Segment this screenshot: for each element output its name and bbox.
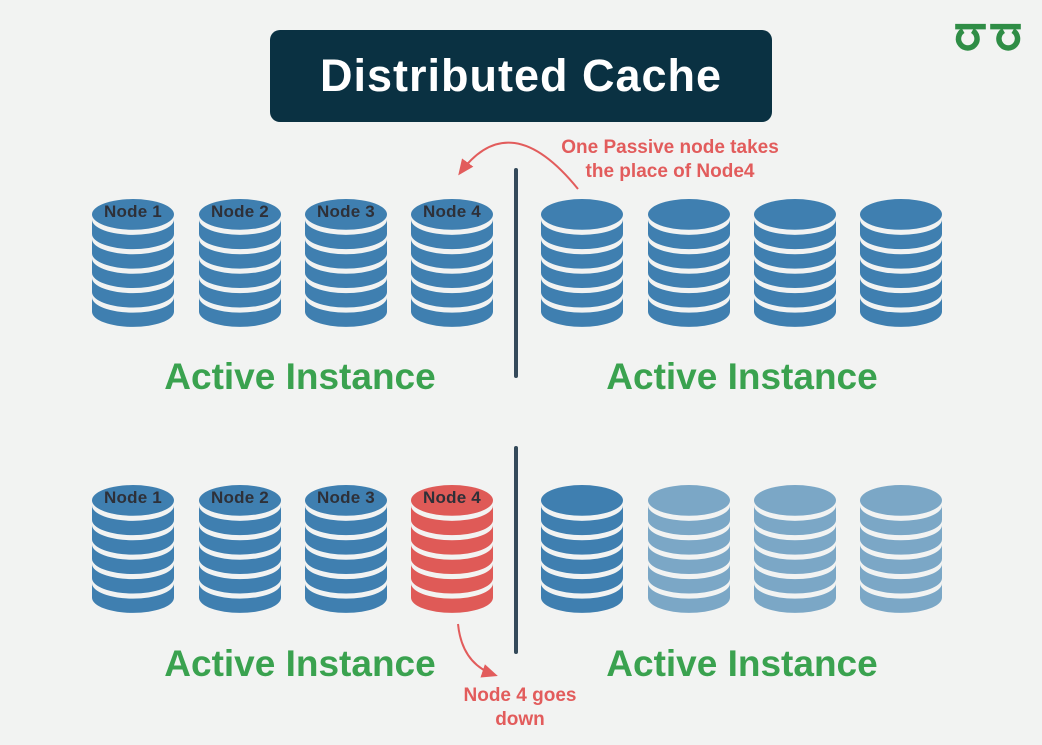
section-divider-bottom [514, 446, 518, 654]
node-label: Node 3 [317, 202, 375, 221]
title-banner: Distributed Cache [270, 30, 772, 122]
db-node-stack [539, 197, 625, 330]
db-node-stack: Node 2 [197, 483, 283, 616]
node-down-annotation-line1: Node 4 goes [463, 685, 577, 706]
db-node-stack [752, 197, 838, 330]
database-cylinder-icon [646, 483, 732, 616]
database-cylinder-icon [752, 483, 838, 616]
database-cylinder-icon [858, 483, 944, 616]
node-label: Node 4 [423, 488, 481, 507]
db-node-stack: Node 1 [90, 483, 176, 616]
caption-active-instance: Active Instance [606, 356, 878, 397]
database-cylinder-icon [858, 197, 944, 330]
db-node-stack: Node 4 [409, 197, 495, 330]
database-cylinder-icon [646, 197, 732, 330]
failover-annotation: One Passive node takes the place of Node… [545, 136, 795, 184]
caption-active-instance: Active Instance [164, 643, 436, 684]
db-node-stack-passive [858, 483, 944, 616]
db-node-stack [646, 197, 732, 330]
db-node-stack [539, 483, 625, 616]
node-label: Node 1 [104, 488, 162, 507]
caption-active-instance: Active Instance [164, 356, 436, 397]
database-cylinder-icon [539, 483, 625, 616]
failover-arrow [458, 141, 579, 190]
db-node-stack-passive [646, 483, 732, 616]
db-node-stack-passive [752, 483, 838, 616]
db-node-stack-failed: Node 4 [409, 483, 495, 616]
node-label: Node 2 [211, 202, 269, 221]
database-cylinder-icon [539, 197, 625, 330]
node-down-annotation: Node 4 goes down [430, 684, 610, 732]
db-node-stack [858, 197, 944, 330]
db-node-stack: Node 1 [90, 197, 176, 330]
node-label: Node 3 [317, 488, 375, 507]
database-cylinder-icon [752, 197, 838, 330]
db-node-stack: Node 2 [197, 197, 283, 330]
db-node-stack: Node 3 [303, 483, 389, 616]
node-down-annotation-line2: down [495, 709, 545, 730]
failover-annotation-line1: One Passive node takes [561, 137, 779, 158]
page-title: Distributed Cache [319, 50, 723, 101]
node-label: Node 1 [104, 202, 162, 221]
failover-annotation-line2: the place of Node4 [585, 161, 755, 182]
node-label: Node 4 [423, 202, 481, 221]
db-node-stack: Node 3 [303, 197, 389, 330]
caption-active-instance: Active Instance [606, 643, 878, 684]
node-label: Node 2 [211, 488, 269, 507]
geeksforgeeks-logo-icon [955, 23, 1021, 51]
section-divider-top [514, 168, 518, 378]
node-down-arrow [457, 623, 498, 678]
